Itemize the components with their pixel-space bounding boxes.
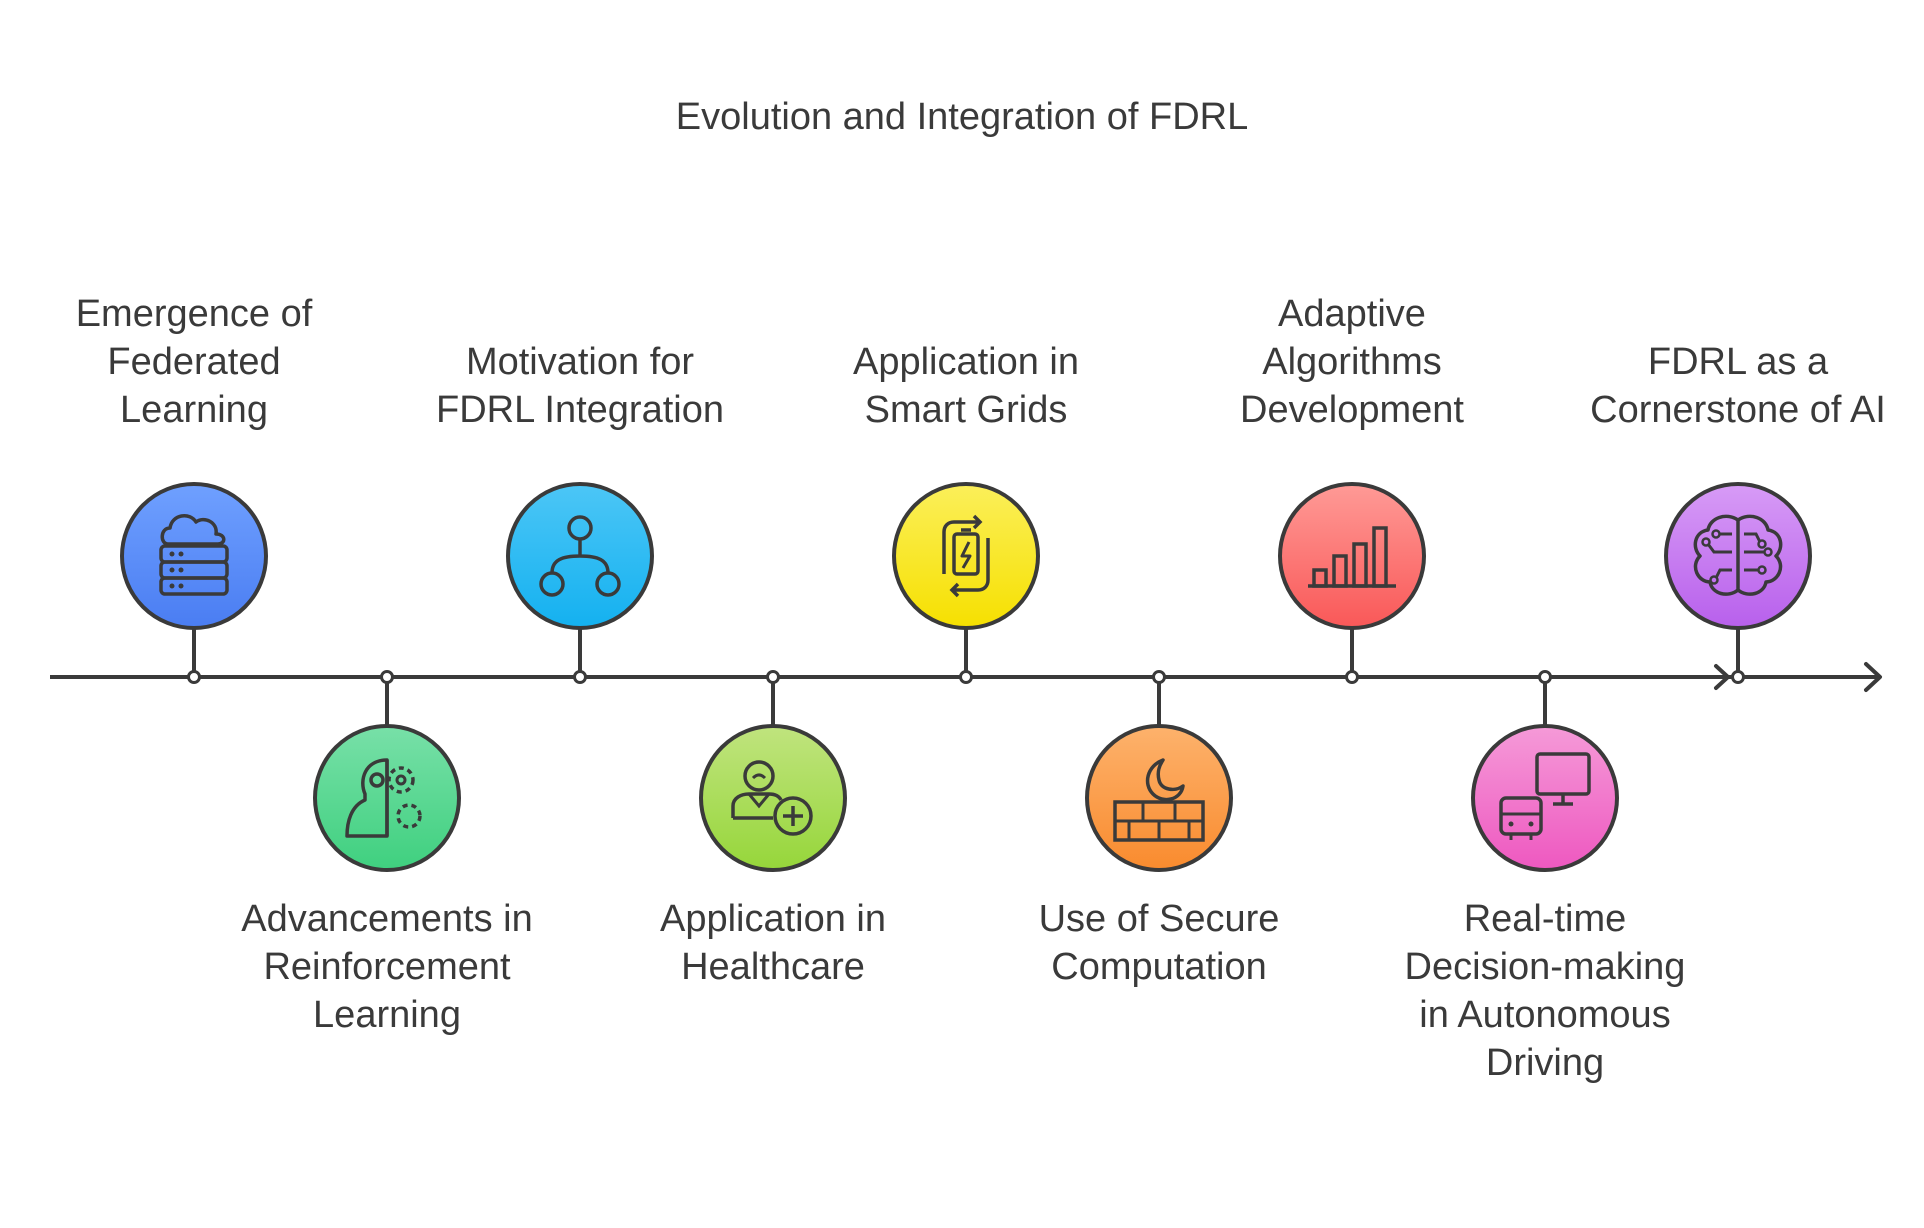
event-label: Emergence of Federated Learning [75, 293, 313, 431]
event-label: Adaptive Algorithms Development [1240, 293, 1464, 431]
patient-plus-icon [731, 760, 813, 836]
event-label: Application in Healthcare [659, 898, 887, 988]
head-gears-icon [345, 758, 422, 838]
axis-marker [380, 670, 394, 684]
bus-monitor-icon [1499, 752, 1591, 840]
axis-marker [1538, 670, 1552, 684]
axis-marker [1731, 670, 1745, 684]
event-node [1278, 482, 1426, 630]
timeline-event [120, 482, 268, 684]
timeline-event [699, 670, 847, 872]
timeline-event [506, 482, 654, 684]
event-label: Real-time Decision-making in Autonomous … [1404, 898, 1686, 1084]
event-label: Motivation for FDRL Integration [436, 341, 724, 431]
axis-marker [959, 670, 973, 684]
bar-chart-icon [1308, 526, 1396, 588]
event-label: FDRL as a Cornerstone of AI [1590, 341, 1886, 431]
firewall-icon [1113, 758, 1205, 842]
timeline-event [1471, 670, 1619, 872]
diagram-title: Evolution and Integration of FDRL [675, 96, 1249, 138]
timeline-event [1085, 670, 1233, 872]
network-hierarchy-icon [539, 515, 621, 597]
event-label: Use of Secure Computation [1038, 898, 1280, 988]
axis-marker [187, 670, 201, 684]
timeline-event [313, 670, 461, 872]
axis-marker [766, 670, 780, 684]
event-node [1471, 724, 1619, 872]
axis-marker [573, 670, 587, 684]
cloud-server-icon [159, 514, 229, 596]
axis-marker [1345, 670, 1359, 684]
event-label: Application in Smart Grids [852, 341, 1080, 431]
event-node [699, 724, 847, 872]
axis-marker [1152, 670, 1166, 684]
event-label: Advancements in Reinforcement Learning [241, 898, 533, 1036]
brain-circuit-icon [1693, 514, 1783, 596]
event-node [120, 482, 268, 630]
battery-refresh-icon [942, 514, 990, 598]
timeline-event [892, 482, 1040, 684]
timeline-event [1664, 482, 1812, 684]
timeline-event [1278, 482, 1426, 684]
